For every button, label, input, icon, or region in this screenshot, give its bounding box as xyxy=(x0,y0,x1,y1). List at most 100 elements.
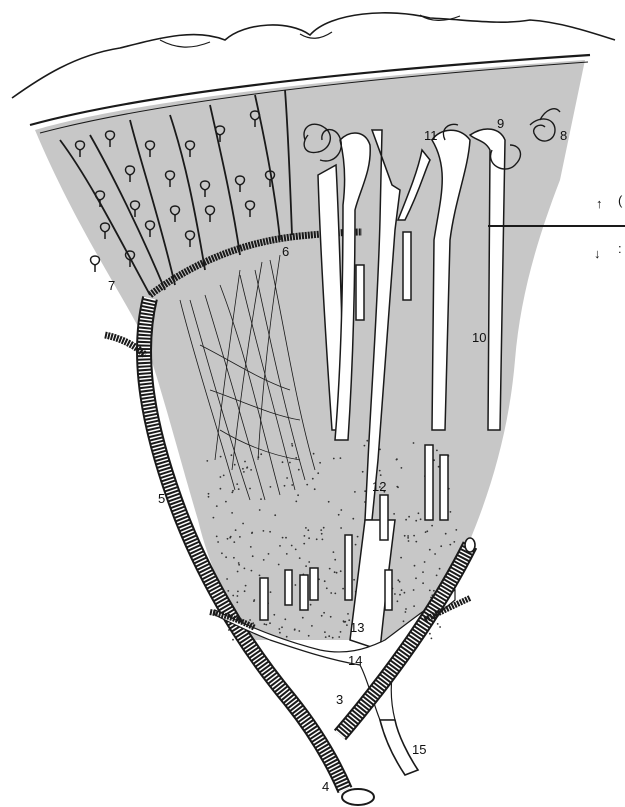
stipple-dot xyxy=(355,544,357,546)
stipple-dot xyxy=(311,625,313,627)
stipple-dot xyxy=(400,557,402,559)
stipple-dot xyxy=(225,556,227,558)
stipple-dot xyxy=(340,527,342,529)
stipple-dot xyxy=(340,457,342,459)
stipple-dot xyxy=(213,517,215,519)
stipple-dot xyxy=(294,628,296,630)
stipple-dot xyxy=(418,512,420,514)
stipple-dot xyxy=(305,565,307,567)
stipple-dot xyxy=(237,571,239,573)
stipple-dot xyxy=(330,616,332,618)
stipple-dot xyxy=(321,533,323,535)
stipple-dot xyxy=(274,514,276,516)
stipple-dot xyxy=(429,549,431,551)
stipple-dot xyxy=(263,530,265,532)
stipple-dot xyxy=(304,535,306,537)
stipple-dot xyxy=(238,564,240,566)
stipple-dot xyxy=(278,564,280,566)
stipple-dot xyxy=(333,458,335,460)
stipple-dot xyxy=(246,467,248,469)
stipple-dot xyxy=(303,543,305,545)
stipple-dot xyxy=(243,471,245,473)
stipple-dot xyxy=(380,474,382,476)
stipple-dot xyxy=(208,496,210,498)
stipple-dot xyxy=(216,505,218,507)
stipple-dot xyxy=(340,631,342,633)
stipple-dot xyxy=(278,628,280,630)
stipple-dot xyxy=(291,443,293,445)
stipple-dot xyxy=(420,518,422,520)
stipple-dot xyxy=(269,531,271,533)
stipple-dot xyxy=(415,541,417,543)
stipple-dot xyxy=(314,488,316,490)
stipple-dot xyxy=(362,471,364,473)
stipple-dot xyxy=(260,498,262,500)
stipple-dot xyxy=(325,636,327,638)
stipple-dot xyxy=(450,511,452,513)
stipple-dot xyxy=(269,622,271,624)
stipple-dot xyxy=(445,533,447,535)
stipple-dot xyxy=(249,619,251,621)
stipple-dot xyxy=(449,544,451,546)
stipple-dot xyxy=(225,501,227,503)
stipple-dot xyxy=(413,589,415,591)
stipple-dot xyxy=(324,580,326,582)
stipple-dot xyxy=(223,475,225,477)
stipple-dot xyxy=(236,483,238,485)
stipple-dot xyxy=(306,484,308,486)
stipple-dot xyxy=(216,536,218,538)
stipple-dot xyxy=(208,493,210,495)
stipple-dot xyxy=(340,570,342,572)
stipple-dot xyxy=(285,537,287,539)
stipple-dot xyxy=(422,571,424,573)
stipple-dot xyxy=(436,575,438,577)
stipple-dot xyxy=(396,459,398,461)
stipple-dot xyxy=(298,630,300,632)
stipple-dot xyxy=(298,469,300,471)
stipple-dot xyxy=(308,635,310,637)
stipple-dot xyxy=(244,568,246,570)
stipple-dot xyxy=(437,623,439,625)
stipple-dot xyxy=(353,579,355,581)
stipple-dot xyxy=(338,636,340,638)
stipple-dot xyxy=(347,613,349,615)
stipple-dot xyxy=(319,462,321,464)
stipple-dot xyxy=(455,529,457,531)
stipple-dot xyxy=(438,466,440,468)
stipple-dot xyxy=(295,584,297,586)
stipple-dot xyxy=(282,461,284,463)
stipple-dot xyxy=(252,555,254,557)
stipple-dot xyxy=(320,529,322,531)
arrow-up-icon: ↑ xyxy=(596,196,603,211)
stipple-dot xyxy=(259,575,261,577)
stipple-dot xyxy=(338,514,340,516)
stipple-dot xyxy=(230,536,232,538)
stipple-dot xyxy=(413,442,415,444)
arrow-down-icon: ↓ xyxy=(594,246,601,261)
stipple-dot xyxy=(322,539,324,541)
stipple-dot xyxy=(231,454,233,456)
stipple-dot xyxy=(405,608,407,610)
stipple-dot xyxy=(334,559,336,561)
stipple-dot xyxy=(332,637,334,639)
stipple-dot xyxy=(433,590,435,592)
stipple-dot xyxy=(286,636,288,638)
stipple-dot xyxy=(221,552,223,554)
stipple-dot xyxy=(408,540,410,542)
stipple-dot xyxy=(413,535,415,537)
label-11: 11 xyxy=(424,128,438,143)
stipple-dot xyxy=(424,561,426,563)
stipple-dot xyxy=(308,561,310,563)
stipple-dot xyxy=(328,501,330,503)
stipple-dot xyxy=(291,484,293,486)
stipple-dot xyxy=(323,527,325,529)
stipple-dot xyxy=(284,485,286,487)
stipple-dot xyxy=(366,440,368,442)
stipple-dot xyxy=(250,469,252,471)
label-15: 15 xyxy=(412,742,426,757)
stipple-dot xyxy=(265,624,267,626)
stipple-dot xyxy=(401,467,403,469)
stipple-dot xyxy=(242,523,244,525)
stipple-dot xyxy=(270,591,272,593)
